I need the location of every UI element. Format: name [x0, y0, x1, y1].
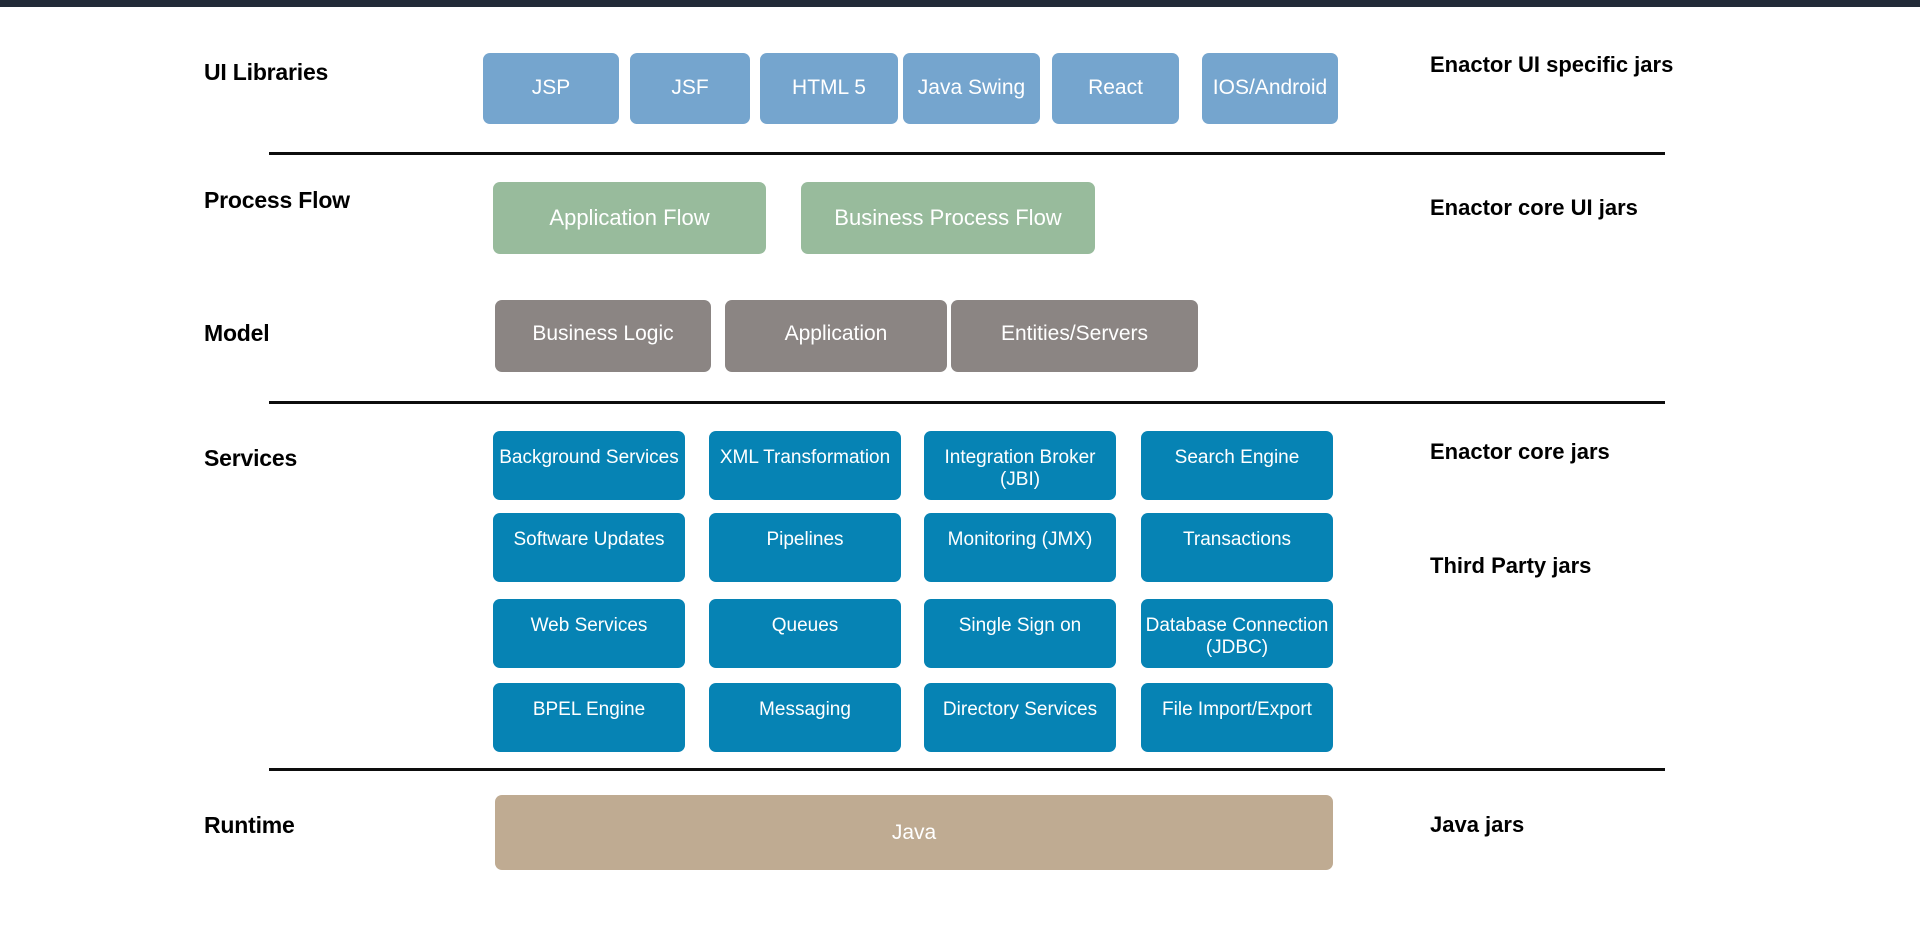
tile-background-services[interactable]: Background Services	[493, 431, 685, 500]
tile-label: File Import/Export	[1162, 699, 1312, 720]
tile-messaging[interactable]: Messaging	[709, 683, 901, 752]
tile-business-process-flow[interactable]: Business Process Flow	[801, 182, 1095, 254]
tile-ios-android[interactable]: IOS/Android	[1202, 53, 1338, 124]
tile-file-import-export[interactable]: File Import/Export	[1141, 683, 1333, 752]
jar-label-enactor-core-ui: Enactor core UI jars	[1430, 195, 1638, 220]
jar-label-third-party: Third Party jars	[1430, 553, 1592, 578]
tile-label: JSP	[531, 76, 571, 99]
jar-label-enactor-ui-specific: Enactor UI specific jars	[1430, 52, 1674, 77]
tile-label: Database Connection (JDBC)	[1145, 615, 1329, 658]
tile-java[interactable]: Java	[495, 795, 1333, 870]
tile-integration-broker[interactable]: Integration Broker (JBI)	[924, 431, 1116, 500]
tile-queues[interactable]: Queues	[709, 599, 901, 668]
row-label-ui-libraries: UI Libraries	[204, 59, 329, 85]
tile-label: Entities/Servers	[1000, 322, 1149, 345]
tile-software-updates[interactable]: Software Updates	[493, 513, 685, 582]
tile-directory-services[interactable]: Directory Services	[924, 683, 1116, 752]
row-label-process-flow: Process Flow	[204, 187, 350, 213]
tile-label: Monitoring (JMX)	[947, 529, 1093, 550]
tile-xml-transformation[interactable]: XML Transformation	[709, 431, 901, 500]
tile-single-sign-on[interactable]: Single Sign on	[924, 599, 1116, 668]
tile-java-swing[interactable]: Java Swing	[903, 53, 1040, 124]
tile-label: IOS/Android	[1212, 76, 1328, 99]
row-label-runtime: Runtime	[204, 812, 295, 838]
tile-label: Business Process Flow	[834, 205, 1062, 230]
jar-label-java: Java jars	[1430, 812, 1525, 837]
tile-label: JSF	[671, 76, 709, 99]
separator-line-3	[269, 768, 1665, 771]
tile-label: Pipelines	[766, 529, 844, 550]
tile-label: Messaging	[759, 699, 851, 720]
tile-label: Integration Broker (JBI)	[944, 447, 1096, 490]
separator-line-2	[269, 401, 1665, 404]
tile-application-flow[interactable]: Application Flow	[493, 182, 766, 254]
tile-label: Java	[891, 821, 937, 844]
tile-label: Application Flow	[549, 205, 710, 230]
tile-label: Directory Services	[942, 699, 1098, 720]
tile-pipelines[interactable]: Pipelines	[709, 513, 901, 582]
tile-business-logic[interactable]: Business Logic	[495, 300, 711, 372]
tile-label: HTML 5	[792, 76, 866, 99]
tile-label: Search Engine	[1174, 447, 1300, 468]
tile-monitoring-jmx[interactable]: Monitoring (JMX)	[924, 513, 1116, 582]
tile-transactions[interactable]: Transactions	[1141, 513, 1333, 582]
tile-label: XML Transformation	[719, 447, 891, 468]
tile-bpel-engine[interactable]: BPEL Engine	[493, 683, 685, 752]
tile-label: React	[1088, 76, 1143, 99]
tile-html5[interactable]: HTML 5	[760, 53, 898, 124]
tile-label: Web Services	[530, 615, 648, 636]
tile-jsp[interactable]: JSP	[483, 53, 619, 124]
tile-label: Java Swing	[917, 76, 1026, 99]
tile-label: Application	[784, 322, 888, 345]
tile-label: Transactions	[1182, 529, 1292, 550]
tile-label: BPEL Engine	[532, 699, 646, 720]
tile-database-connection[interactable]: Database Connection (JDBC)	[1141, 599, 1333, 668]
tile-label: Software Updates	[513, 529, 665, 550]
jar-label-enactor-core: Enactor core jars	[1430, 439, 1610, 464]
tile-react[interactable]: React	[1052, 53, 1179, 124]
tile-label: Background Services	[499, 447, 679, 468]
row-label-model: Model	[204, 320, 270, 346]
tile-application[interactable]: Application	[725, 300, 947, 372]
tile-web-services[interactable]: Web Services	[493, 599, 685, 668]
separator-line-1	[269, 152, 1665, 155]
tile-entities-servers[interactable]: Entities/Servers	[951, 300, 1198, 372]
tile-jsf[interactable]: JSF	[630, 53, 750, 124]
tile-label: Single Sign on	[958, 615, 1082, 636]
tile-label: Business Logic	[532, 322, 674, 345]
row-label-services: Services	[204, 445, 298, 471]
tile-label: Queues	[771, 615, 839, 636]
top-window-bar	[0, 0, 1920, 7]
tile-search-engine[interactable]: Search Engine	[1141, 431, 1333, 500]
diagram-canvas: UI Libraries Process Flow Model Services…	[0, 7, 1920, 930]
